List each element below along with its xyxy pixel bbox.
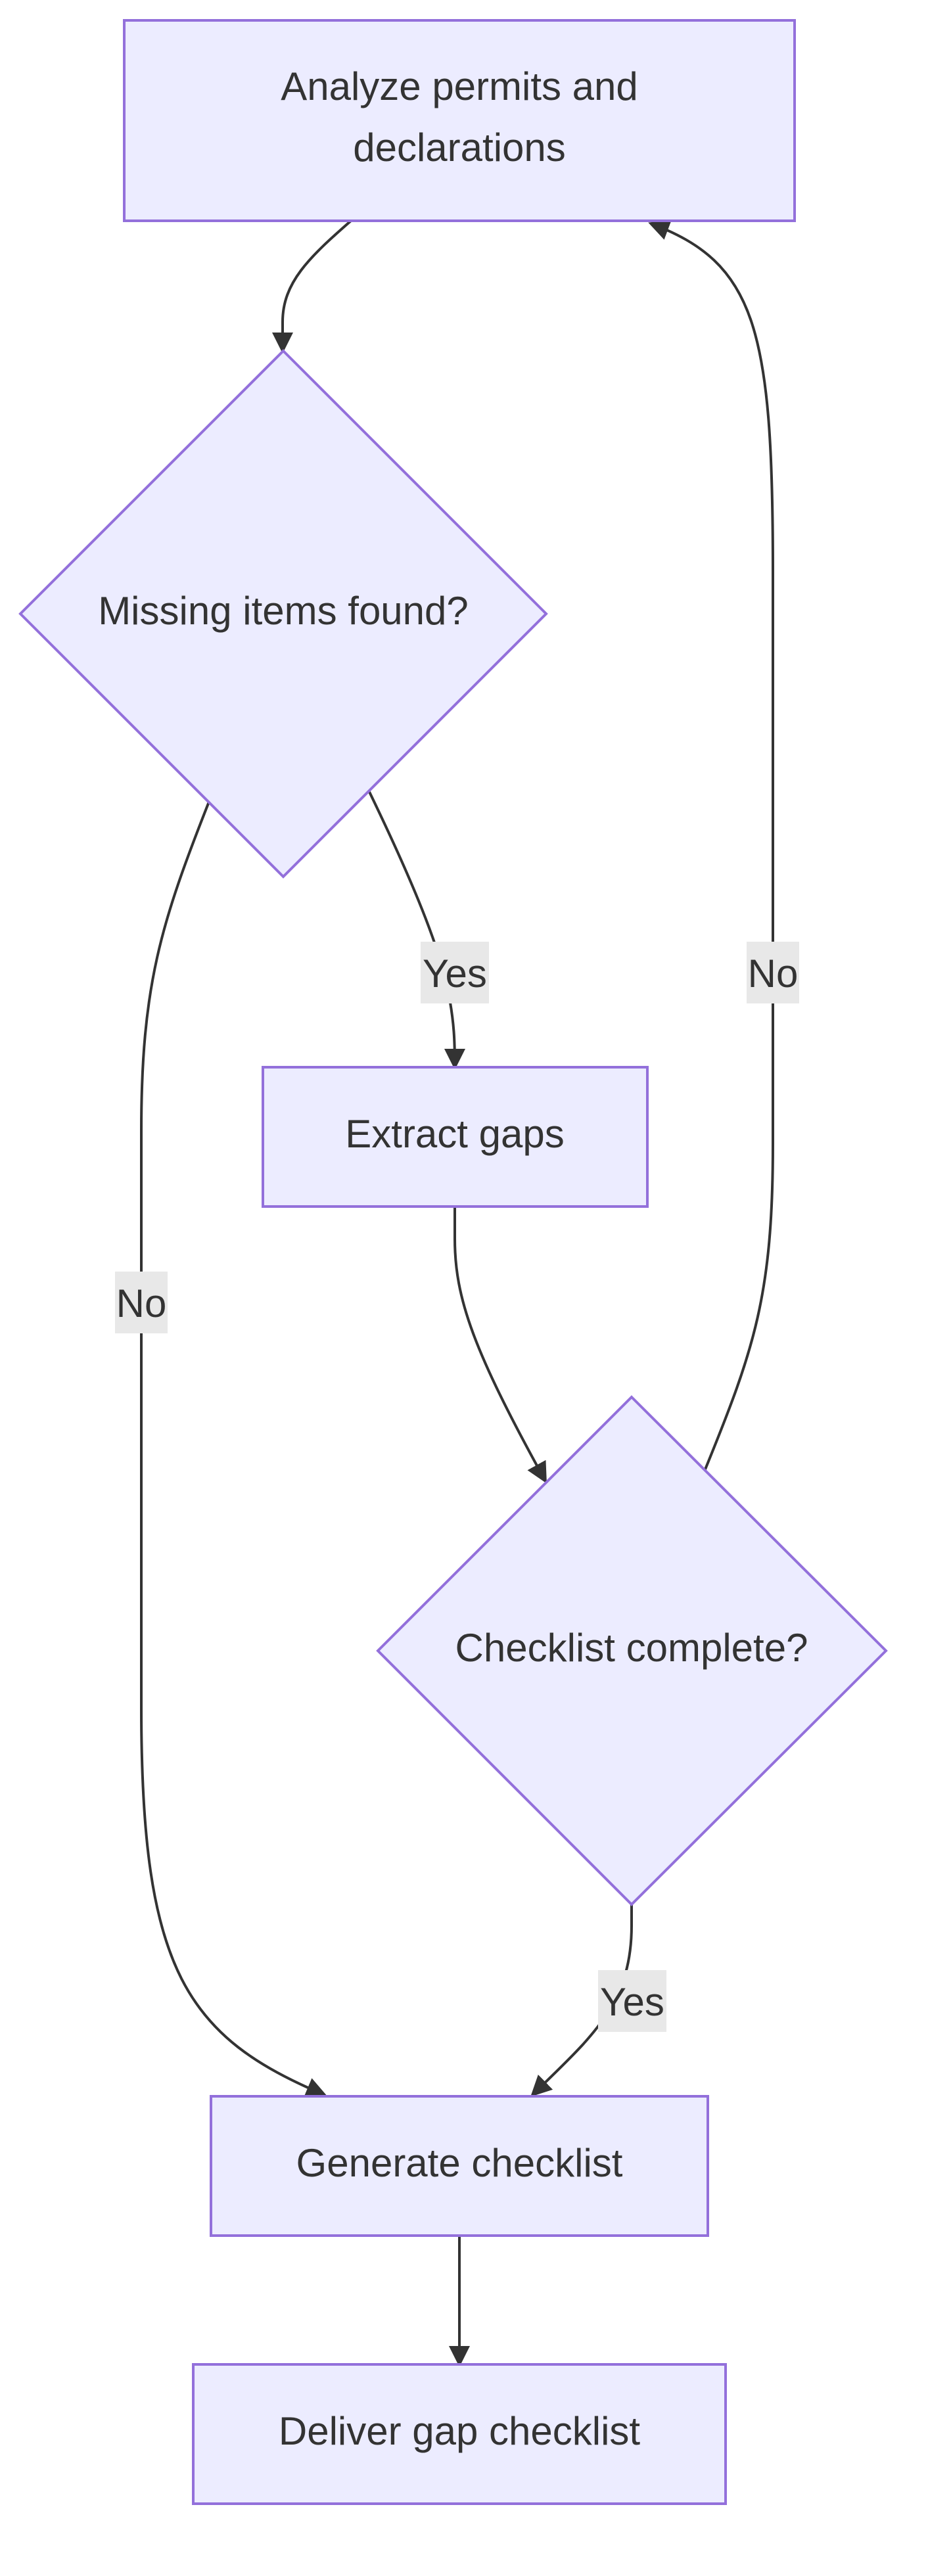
node-extract-gaps: Extract gaps — [262, 1066, 649, 1208]
edge-label-complete-analyze: No — [747, 942, 799, 1003]
edge-label-missing-generate: No — [115, 1272, 168, 1333]
edge-label-missing-extract: Yes — [421, 942, 489, 1003]
node-analyze-permits: Analyze permits and declarations — [123, 19, 796, 222]
edge-label-text: Yes — [423, 952, 487, 996]
edge-label-text: Yes — [600, 1980, 664, 2024]
edge-complete-to-analyze — [648, 219, 774, 1470]
edge-label-text: No — [748, 952, 799, 996]
node-label-line2: declarations — [353, 126, 566, 170]
edge-label-complete-generate: Yes — [598, 1970, 666, 2032]
node-label: Deliver gap checklist — [279, 2409, 641, 2453]
edge-analyze-to-missing — [272, 219, 352, 354]
node-generate-checklist: Generate checklist — [210, 2095, 709, 2237]
node-label: Generate checklist — [296, 2141, 623, 2185]
node-label: Missing items found? — [98, 589, 469, 633]
edge-label-text: No — [116, 1281, 167, 1325]
node-label: Checklist complete? — [455, 1626, 808, 1670]
edge-missing-to-extract — [368, 791, 465, 1070]
node-deliver-gap-checklist: Deliver gap checklist — [192, 2363, 727, 2505]
node-label-line1: Analyze permits and — [281, 64, 638, 108]
edge-extract-to-complete — [453, 1207, 547, 1484]
edge-missing-to-generate — [140, 801, 327, 2098]
node-checklist-complete-decision: Checklist complete? — [376, 1395, 888, 1906]
node-missing-items-decision: Missing items found? — [18, 349, 548, 879]
node-label: Extract gaps — [345, 1112, 565, 1156]
